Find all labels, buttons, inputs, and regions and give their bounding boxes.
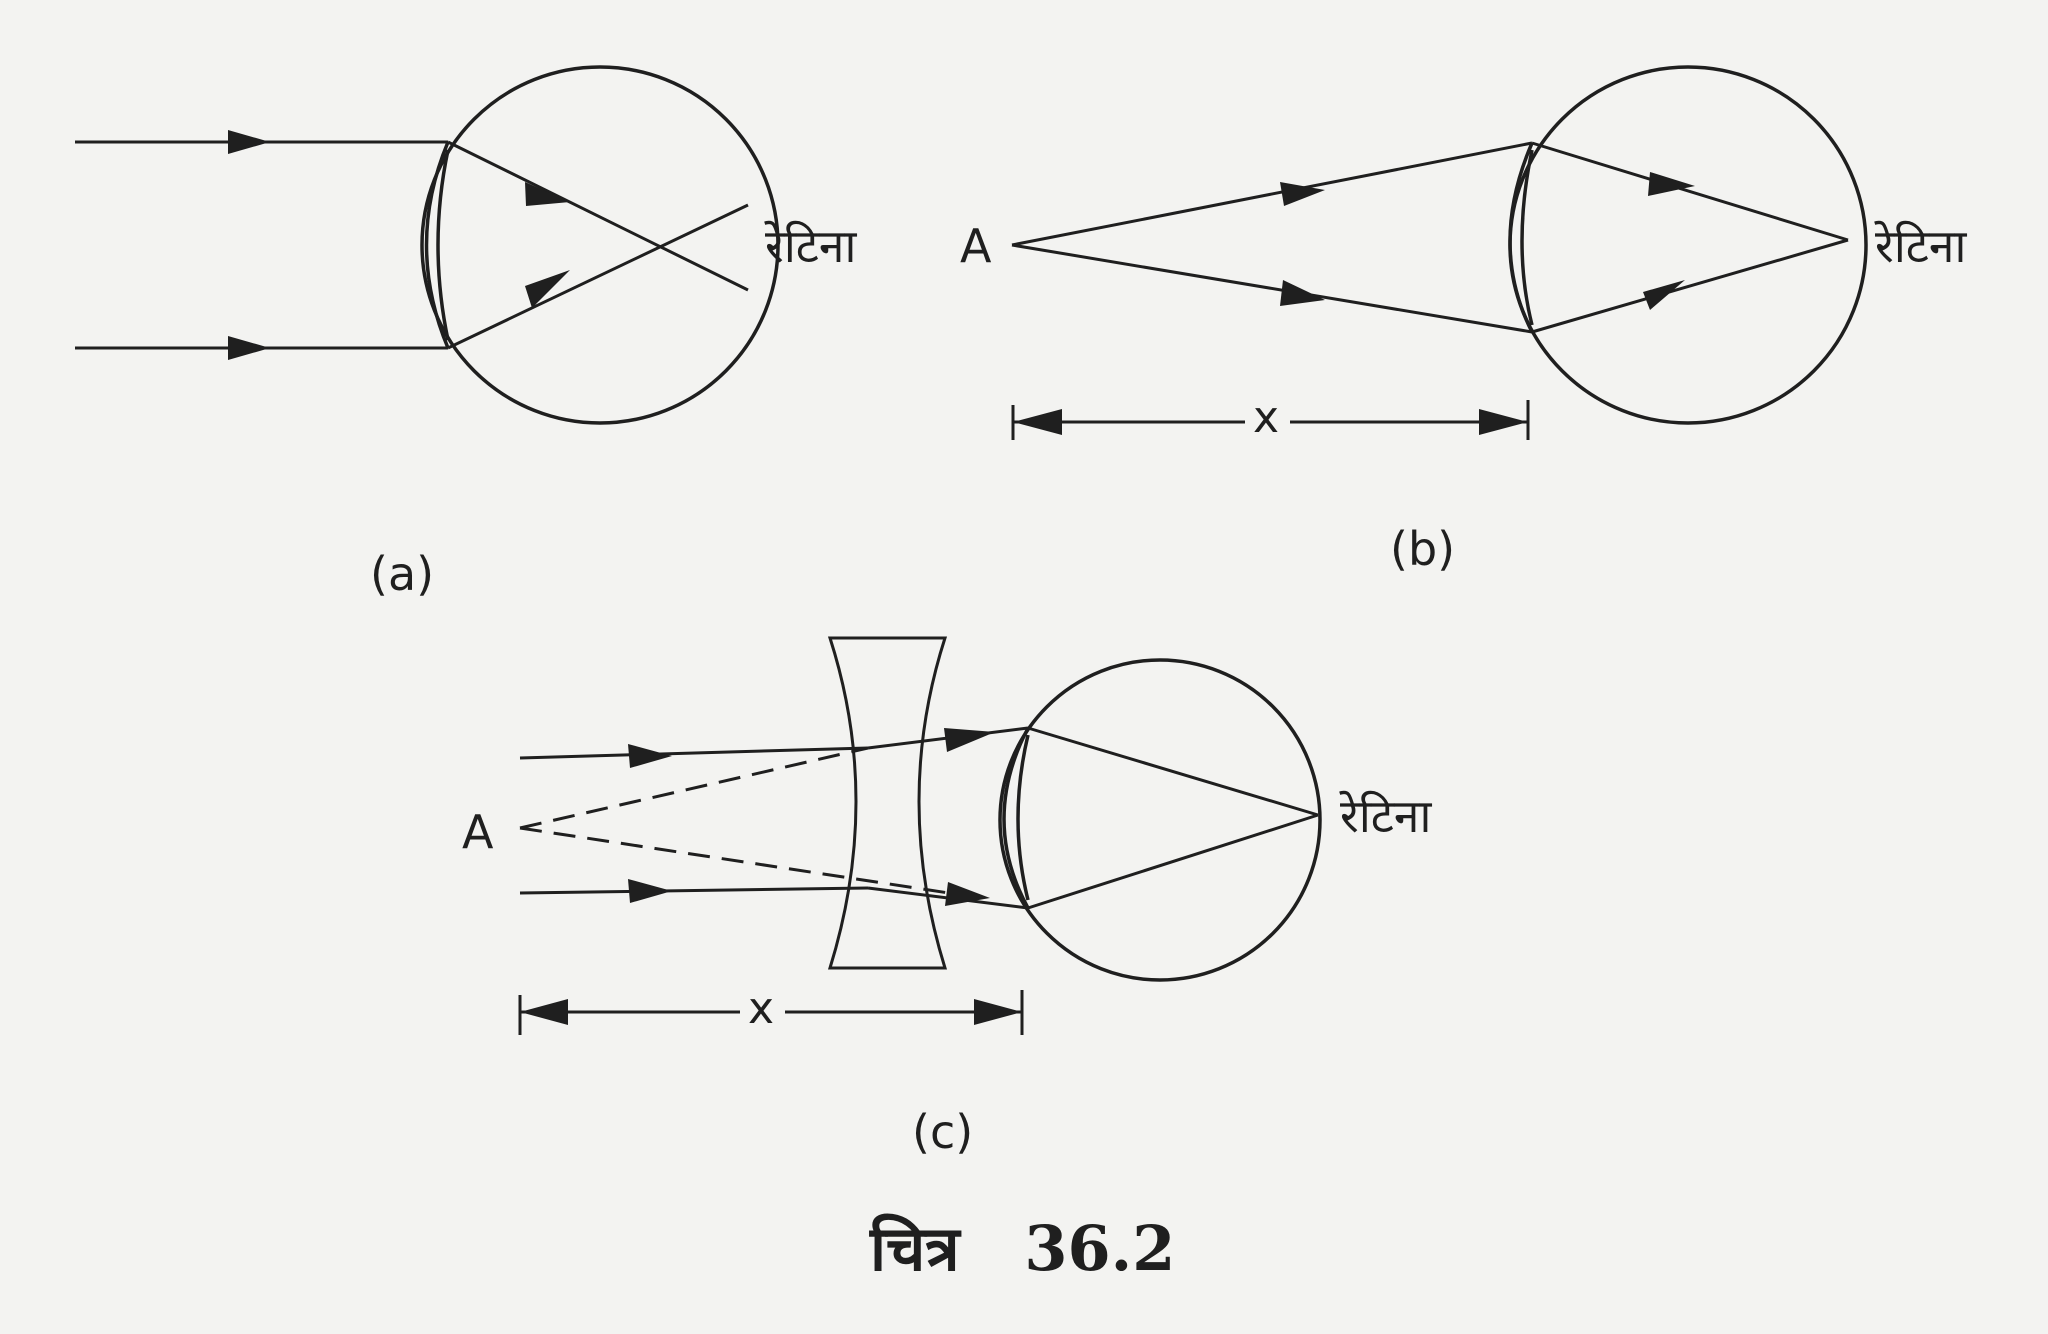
eye-lens-inner-a: [436, 149, 450, 341]
eyeball-b: [1508, 65, 1868, 425]
virtual-ray-upper: [519, 746, 869, 830]
panel-a: रेटिना (a): [75, 65, 857, 601]
eye-lens-bulge-c: [1002, 727, 1030, 909]
distance-label-b: x: [1253, 392, 1279, 443]
point-label-a-b: A: [960, 219, 992, 273]
eye-lens-bulge-a: [424, 141, 450, 349]
panel-label-a: (a): [370, 547, 434, 601]
arrowhead: [1648, 172, 1695, 196]
point-label-a-c: A: [462, 805, 494, 859]
retina-label-a: रेटिना: [763, 219, 857, 273]
ray-b-lower-in: [1011, 243, 1533, 334]
arrowhead: [945, 882, 990, 906]
arrowhead: [1479, 409, 1528, 435]
arrowhead: [525, 270, 570, 308]
eyeball-a: [420, 65, 780, 425]
arrowhead: [520, 999, 568, 1025]
concave-lens: [827, 636, 948, 970]
arrowhead: [628, 744, 672, 768]
distance-label-c: x: [748, 983, 774, 1034]
ray-c-upper-refracted: [1027, 726, 1319, 817]
arrowhead: [1013, 409, 1062, 435]
ray-c-lower-in: [519, 886, 869, 895]
ray-b-lower-refracted: [1531, 238, 1849, 334]
distance-marker-b: x: [1011, 392, 1530, 443]
retina-label-c: रेटिना: [1338, 789, 1432, 843]
retina-label-b: रेटिना: [1873, 219, 1967, 273]
figure-caption: चित्र 36.2: [869, 1212, 1175, 1285]
arrowhead: [974, 999, 1022, 1025]
ray-c-lower-refracted: [1027, 813, 1319, 910]
panel-b: A रेटिना x (b): [960, 65, 1967, 576]
arrowhead: [628, 879, 672, 903]
arrowhead: [944, 728, 995, 752]
panel-c: A रेटिना x (c): [462, 636, 1432, 1159]
arrowhead: [1643, 280, 1685, 310]
ray-b-upper-refracted: [1531, 141, 1849, 242]
ray-b-upper-in: [1011, 141, 1533, 247]
arrowhead: [525, 182, 570, 206]
distance-marker-c: x: [518, 983, 1024, 1035]
ray-c-upper-in: [519, 746, 869, 760]
eye-lens-inner-c: [1016, 734, 1030, 901]
arrowhead: [228, 130, 270, 154]
ray-a-upper-refracted: [447, 140, 749, 292]
eyeball-c: [998, 658, 1322, 982]
virtual-ray-lower: [519, 826, 963, 897]
arrowhead: [1280, 182, 1325, 206]
arrowhead: [1280, 280, 1325, 306]
ray-a-lower-refracted: [447, 203, 749, 350]
arrowhead: [228, 336, 270, 360]
eye-lens-inner-b: [1520, 149, 1534, 326]
panel-label-b: (b): [1390, 522, 1455, 576]
panel-label-c: (c): [912, 1105, 973, 1159]
eye-lens-bulge-b: [1508, 142, 1534, 333]
